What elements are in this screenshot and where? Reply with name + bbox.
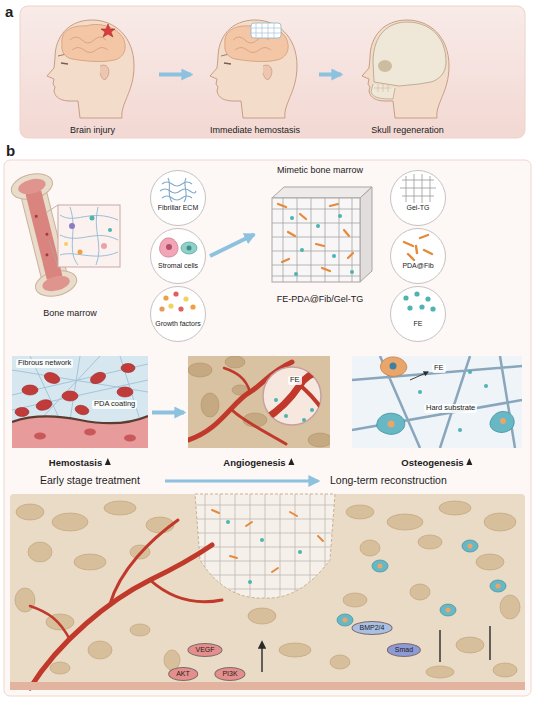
- flow-arrow: [159, 73, 191, 77]
- stromal-cells-icon: [160, 238, 197, 257]
- fe-particle-icon: [403, 291, 435, 311]
- signal-name: Smad: [395, 646, 413, 654]
- node-label: Skull regeneration: [371, 125, 444, 135]
- gel-network-icon: [400, 174, 436, 203]
- node-label: PDA@Fib: [402, 262, 433, 270]
- signal-oval: BMP2/4: [352, 621, 393, 635]
- signal-name: BMP2/4: [360, 624, 385, 632]
- osteoblast-cells: [337, 540, 506, 626]
- stage-panel: Fibrous networkPDA coatingHemostasis: [12, 356, 148, 469]
- circle-ground: [391, 287, 446, 342]
- component-circle: Fibrillar ECM: [150, 170, 206, 226]
- node-label: Fibrous network: [16, 359, 73, 368]
- growth-factors-icon: [159, 291, 195, 311]
- node-label: Immediate hemostasis: [210, 125, 300, 135]
- panel-a-ground: [20, 6, 525, 138]
- node-label: FE: [414, 320, 423, 328]
- node-label: FE: [288, 376, 302, 385]
- head-hemostasis: [210, 20, 297, 118]
- node-label: Mimetic bone marrow: [277, 165, 363, 175]
- angiogenesis-scene: [188, 356, 330, 448]
- node-label: Gel-TG: [407, 204, 430, 212]
- stage-illustration: Immediate hemostasis: [195, 14, 315, 135]
- head-injury: [47, 20, 134, 118]
- node-label: Growth factors: [155, 320, 201, 328]
- stage-arrow: [165, 480, 318, 483]
- component-circle: Gel-TG: [390, 170, 446, 226]
- node-label: Fibrillar ECM: [158, 204, 198, 212]
- zoom-lines: [47, 205, 58, 267]
- stage-panel: FE Hard substrateOsteogenesis: [352, 356, 522, 469]
- flow-arrow: [152, 411, 184, 415]
- bone-defect-scene: [10, 494, 525, 690]
- node-label: Bone marrow: [43, 308, 97, 318]
- circle-ground: [151, 229, 206, 284]
- node-label: Stromal cells: [158, 262, 198, 270]
- panel-letter: b: [6, 142, 15, 159]
- scaffold-illustration: Mimetic bone marrowFE-PDA@Fib/Gel-TG: [258, 165, 382, 304]
- magnifier-inset: [263, 367, 324, 425]
- pda-fiber-icon: [404, 235, 432, 260]
- component-circle: Stromal cells: [150, 228, 206, 284]
- signal-name: PI3K: [222, 670, 237, 678]
- hemostasis-scene: [12, 356, 148, 448]
- node-label: Osteogenesis: [401, 458, 472, 469]
- tissue-illustration: Bone marrow: [14, 166, 126, 318]
- signal-oval: AKT: [168, 667, 198, 681]
- stage-panel: FE Angiogenesis: [188, 356, 330, 469]
- signal-oval: Smad: [387, 643, 421, 657]
- flow-arrow: [210, 235, 254, 257]
- panel-letter: a: [5, 3, 13, 20]
- stage-caption: Early stage treatment: [40, 474, 140, 486]
- node-label: Brain injury: [70, 125, 115, 135]
- signal-oval: PI3K: [214, 667, 245, 681]
- signal-name: VEGF: [195, 646, 214, 654]
- flow-arrow: [319, 73, 341, 77]
- node-label: FE-PDA@Fib/Gel-TG: [277, 294, 364, 304]
- osteogenesis-scene: [352, 356, 522, 448]
- mimetic-scaffold-cube: [272, 187, 372, 282]
- signal-oval: VEGF: [187, 643, 222, 657]
- marrow-zoom-box: [58, 205, 120, 267]
- component-circle: Growth factors: [150, 286, 206, 342]
- circle-ground: [391, 171, 446, 226]
- circle-ground: [151, 287, 206, 342]
- component-circle: FE: [390, 286, 446, 342]
- ecm-fibers-icon: [160, 178, 196, 202]
- stage-illustration: Brain injury: [30, 14, 155, 135]
- circle-ground: [391, 229, 446, 284]
- stage-caption: Long-term reconstruction: [330, 474, 447, 486]
- node-label: Hard substrate: [424, 404, 477, 413]
- component-circle: PDA@Fib: [390, 228, 446, 284]
- node-label: PDA coating: [92, 400, 137, 409]
- head-skull: [362, 20, 449, 118]
- node-label: FE: [432, 364, 446, 373]
- stage-illustration: Skull regeneration: [345, 14, 470, 135]
- signal-name: AKT: [176, 670, 190, 678]
- circle-ground: [151, 171, 206, 226]
- node-label: Angiogenesis: [223, 458, 294, 469]
- node-label: Hemostasis: [49, 458, 111, 469]
- panel-b-ground: [4, 160, 531, 696]
